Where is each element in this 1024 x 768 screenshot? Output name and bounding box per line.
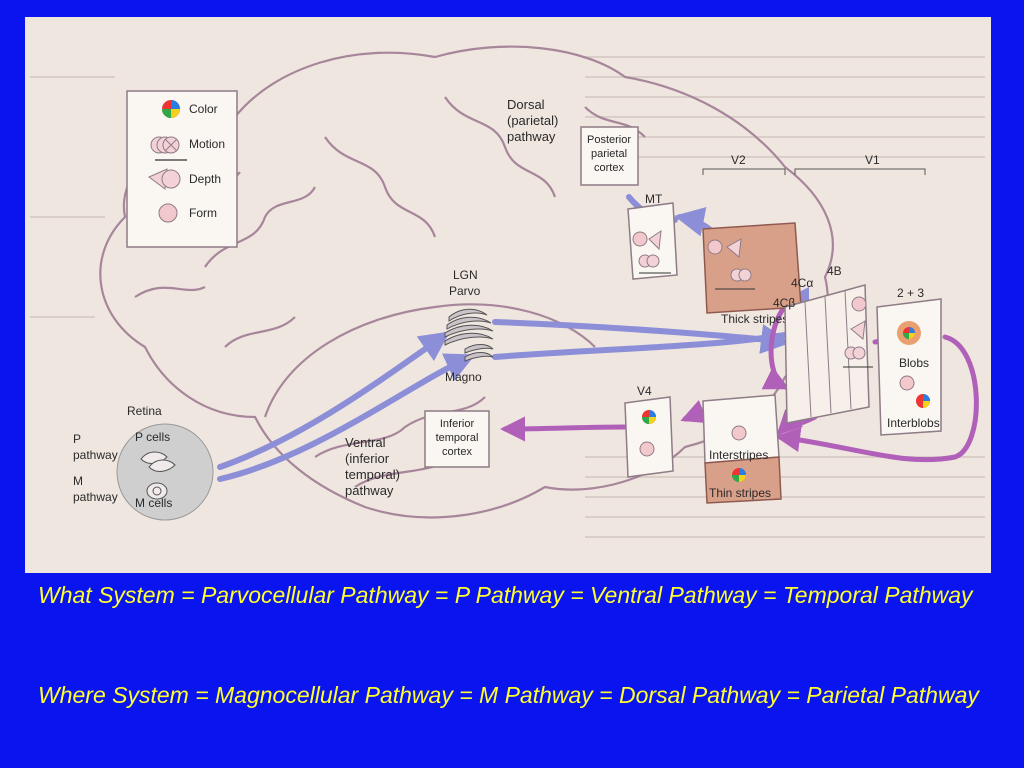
legend-color-label: Color [189, 102, 218, 116]
svg-text:parietal: parietal [591, 148, 627, 160]
legend-depth-label: Depth [189, 172, 221, 186]
interblobs-label: Interblobs [887, 416, 940, 430]
form-icon [158, 203, 178, 223]
p-cells-label: P cells [135, 430, 170, 444]
svg-text:temporal: temporal [436, 432, 479, 444]
depth-icon [148, 168, 181, 190]
dorsal-title-line1: Dorsal [507, 97, 545, 112]
layer-23-label: 2 + 3 [897, 286, 924, 300]
svg-text:cortex: cortex [594, 162, 624, 174]
m-pathway-label-line2: pathway [73, 490, 118, 504]
m-pathway-label-line1: M [73, 474, 83, 488]
layer-4ca-label: 4Cα [791, 276, 813, 290]
svg-text:Posterior: Posterior [587, 134, 631, 146]
where-system-caption: Where System = Magnocellular Pathway = M… [38, 682, 979, 708]
p-pathway-label-line1: P [73, 432, 81, 446]
posterior-parietal-box: Posterior parietal cortex [580, 126, 639, 186]
svg-text:cortex: cortex [442, 446, 472, 458]
p-pathway-label-line2: pathway [73, 448, 118, 462]
v4-area-box [624, 396, 674, 478]
layer-4b-label: 4B [827, 264, 842, 278]
lgn-label: LGN [453, 268, 478, 282]
lgn-layers-icon [444, 308, 494, 362]
parvo-label: Parvo [449, 284, 481, 298]
v4-label: V4 [637, 384, 652, 398]
v2-label: V2 [731, 153, 746, 167]
motion-icon [150, 136, 180, 154]
retina-label: Retina [127, 404, 162, 418]
ventral-title-line4: pathway [345, 483, 394, 498]
area-brackets [702, 168, 926, 175]
dorsal-title-line3: pathway [507, 129, 556, 144]
thick-stripes-box [702, 222, 802, 314]
legend-box: Color Motion Depth Form [126, 90, 238, 248]
retina-circle [116, 423, 214, 521]
v1-label: V1 [865, 153, 880, 167]
dorsal-title-line2: (parietal) [507, 113, 558, 128]
mt-label: MT [645, 192, 663, 206]
background-text-lines [30, 56, 985, 538]
legend-motion-label: Motion [189, 137, 225, 151]
ventral-title-line3: temporal) [345, 467, 400, 482]
inferior-temporal-box: Inferior temporal cortex [424, 410, 490, 468]
v1-layers-block [784, 284, 873, 424]
interstripes-label: Interstripes [709, 448, 768, 462]
thick-stripes-label: Thick stripes [721, 312, 788, 326]
color-icon [162, 100, 180, 118]
thin-stripes-label: Thin stripes [709, 486, 771, 500]
layer-4cb-label: 4Cβ [773, 296, 795, 310]
what-system-caption: What System = Parvocellular Pathway = P … [38, 582, 973, 608]
m-cells-label: M cells [135, 496, 172, 510]
legend-form-label: Form [189, 206, 217, 220]
svg-text:Inferior: Inferior [440, 418, 475, 430]
blobs-interblobs-box [876, 298, 942, 436]
ventral-title-line2: (inferior [345, 451, 390, 466]
pathway-diagram: Color Motion Depth Form Dorsal (parietal… [30, 45, 985, 538]
ventral-title-line1: Ventral [345, 435, 386, 450]
visual-pathways-figure: Color Motion Depth Form Dorsal (parietal… [25, 17, 991, 573]
interstripes-thin-stripes-box [702, 394, 782, 504]
mt-area-box [627, 202, 678, 280]
blobs-label: Blobs [899, 356, 929, 370]
magno-label: Magno [445, 370, 482, 384]
